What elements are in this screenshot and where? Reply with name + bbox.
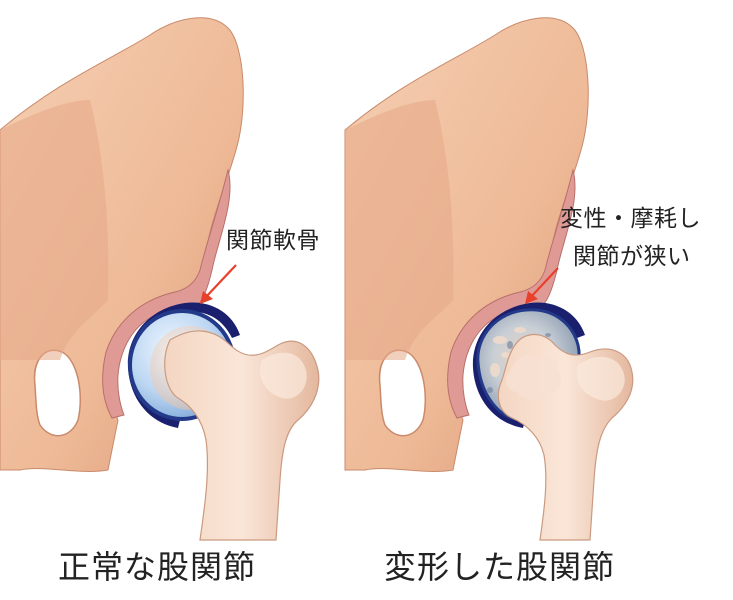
normal-cartilage-callout: 関節軟骨 bbox=[226, 228, 320, 256]
deformed-hip-illustration bbox=[345, 18, 633, 540]
deformed-cartilage-callout-line1: 変性・摩耗し bbox=[560, 206, 701, 234]
normal-obturator-foramen bbox=[35, 350, 81, 435]
deformed-hip-caption: 変形した股関節 bbox=[384, 548, 615, 586]
normal-hip-illustration bbox=[0, 18, 319, 540]
normal-hip-caption: 正常な股関節 bbox=[58, 548, 256, 586]
deformed-cartilage-callout-line2: 関節が狭い bbox=[573, 244, 691, 272]
deformed-obturator-foramen bbox=[380, 350, 426, 435]
